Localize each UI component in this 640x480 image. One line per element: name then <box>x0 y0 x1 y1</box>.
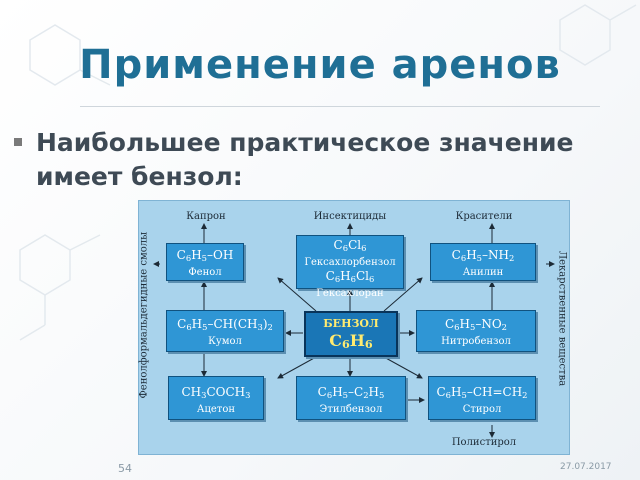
cumene-formula: C6H5–CH(CH3)2 <box>177 317 273 332</box>
hexachlorobenzene-formula: C6Cl6 <box>333 238 367 253</box>
box-hexachlor: C6Cl6 Гексахлорбензол C6H6Cl6 Гексахлора… <box>296 235 404 299</box>
box-cumene: C6H5–CH(CH3)2 Кумол <box>166 310 284 352</box>
diagram-arrows <box>153 223 555 438</box>
label-dyes: Красители <box>455 211 513 222</box>
bullet-item: Наибольшее практическое значение имеет б… <box>14 126 624 194</box>
nitrobenzene-formula: C6H5–NO2 <box>444 317 508 332</box>
box-ethylbenzene: C6H5–C2H5 Этилбензол <box>296 376 406 420</box>
styrene-name: Стирол <box>462 404 502 415</box>
acetone-formula: CH3COCH3 <box>181 385 251 400</box>
label-insecticides: Инсектициды <box>313 211 387 222</box>
bullet-text: Наибольшее практическое значение имеет б… <box>36 128 574 191</box>
aniline-name: Анилин <box>462 267 504 278</box>
benzene-formula: C6H6 <box>329 331 373 351</box>
ethylbenzene-formula: C6H5–C2H5 <box>317 385 385 400</box>
benzene-name: БЕНЗОЛ <box>323 317 379 330</box>
cumene-name: Кумол <box>208 336 242 347</box>
hexachlorobenzene-name: Гексахлорбензол <box>304 257 396 268</box>
ethylbenzene-name: Этилбензол <box>319 404 383 415</box>
slide-title: Применение аренов <box>79 42 561 88</box>
styrene-formula: C6H5–CH=CH2 <box>436 385 528 400</box>
phenol-name: Фенол <box>188 267 222 278</box>
box-nitrobenzene: C6H5–NO2 Нитробензол <box>416 310 536 352</box>
slide-page-number: 54 <box>118 462 132 475</box>
label-polystyrene: Полистирол <box>451 437 517 448</box>
phenol-formula: C6H5–OH <box>176 248 234 263</box>
box-phenol: C6H5–OH Фенол <box>166 243 244 281</box>
acetone-name: Ацетон <box>196 404 236 415</box>
title-divider <box>80 106 600 107</box>
box-benzene: БЕНЗОЛ C6H6 <box>304 311 398 357</box>
slide-date: 27.07.2017 <box>560 462 612 472</box>
box-styrene: C6H5–CH=CH2 Стирол <box>428 376 536 420</box>
label-kapron: Капрон <box>186 211 226 222</box>
nitrobenzene-name: Нитробензол <box>441 336 511 347</box>
hexachlorane-name: Гексахлоран <box>316 288 384 299</box>
label-medicinal-substances: Лекарственные вещества <box>556 250 568 387</box>
label-phenol-formaldehyde-resins: Фенолформальдегидные смолы <box>138 231 150 399</box>
box-aniline: C6H5–NH2 Анилин <box>430 243 536 281</box>
box-acetone: CH3COCH3 Ацетон <box>168 376 264 420</box>
aniline-formula: C6H5–NH2 <box>451 248 515 263</box>
hexachlorane-formula: C6H6Cl6 <box>325 269 375 284</box>
bullet-square-icon <box>14 138 22 146</box>
